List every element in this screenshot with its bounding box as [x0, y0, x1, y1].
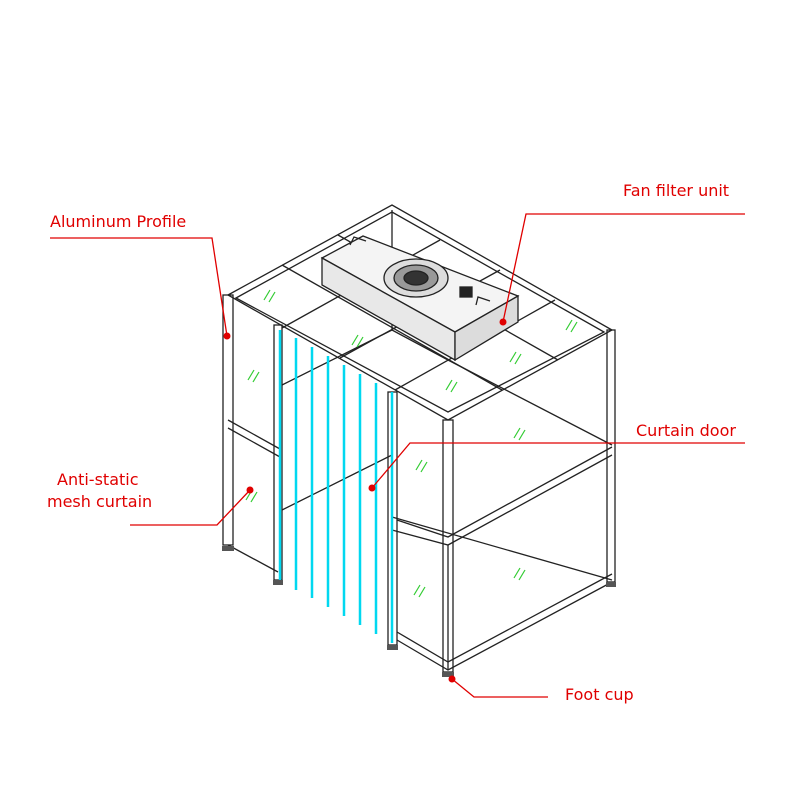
- fan-filter-unit: [320, 235, 520, 362]
- label-foot-cup: Foot cup: [565, 685, 634, 704]
- curtain-door: [278, 330, 394, 643]
- foot-cups: [222, 546, 616, 677]
- label-fan-filter-unit: Fan filter unit: [623, 181, 730, 200]
- label-curtain-door: Curtain door: [636, 421, 736, 440]
- callout-lines: [50, 213, 745, 698]
- label-aluminum-profile: Aluminum Profile: [50, 212, 187, 231]
- label-anti-static-line1: Anti-static: [57, 470, 139, 489]
- label-anti-static-line2: mesh curtain: [47, 492, 153, 511]
- callout-dots: [223, 318, 507, 683]
